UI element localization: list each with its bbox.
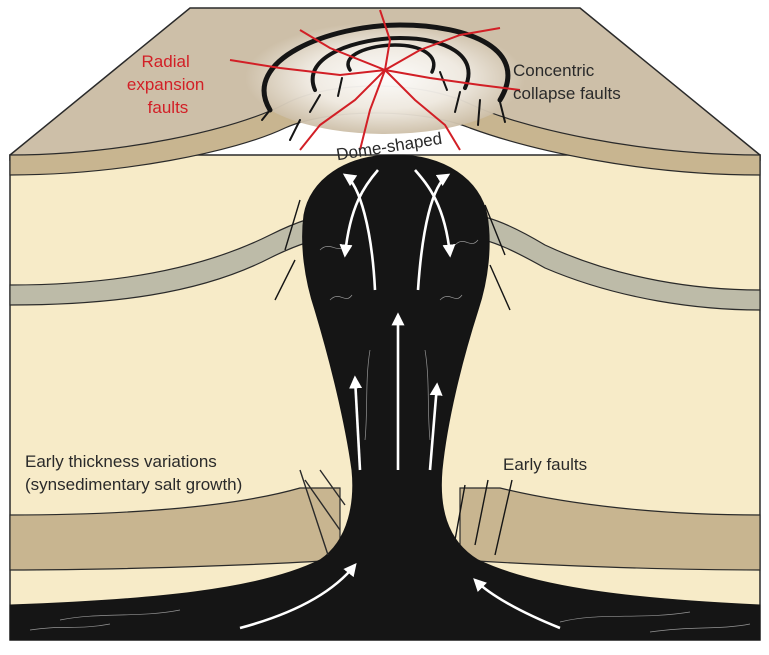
label-radial-line3: faults (148, 98, 189, 117)
label-radial-line1: Radial (142, 52, 190, 71)
label-early-thickness-line1: Early thickness variations (25, 452, 217, 471)
label-early-faults: Early faults (503, 455, 587, 474)
label-early-thickness-line2: (synsedimentary salt growth) (25, 475, 242, 494)
label-radial-line2: expansion (127, 75, 205, 94)
label-concentric-line2: collapse faults (513, 84, 621, 103)
label-concentric-line1: Concentric (513, 61, 595, 80)
